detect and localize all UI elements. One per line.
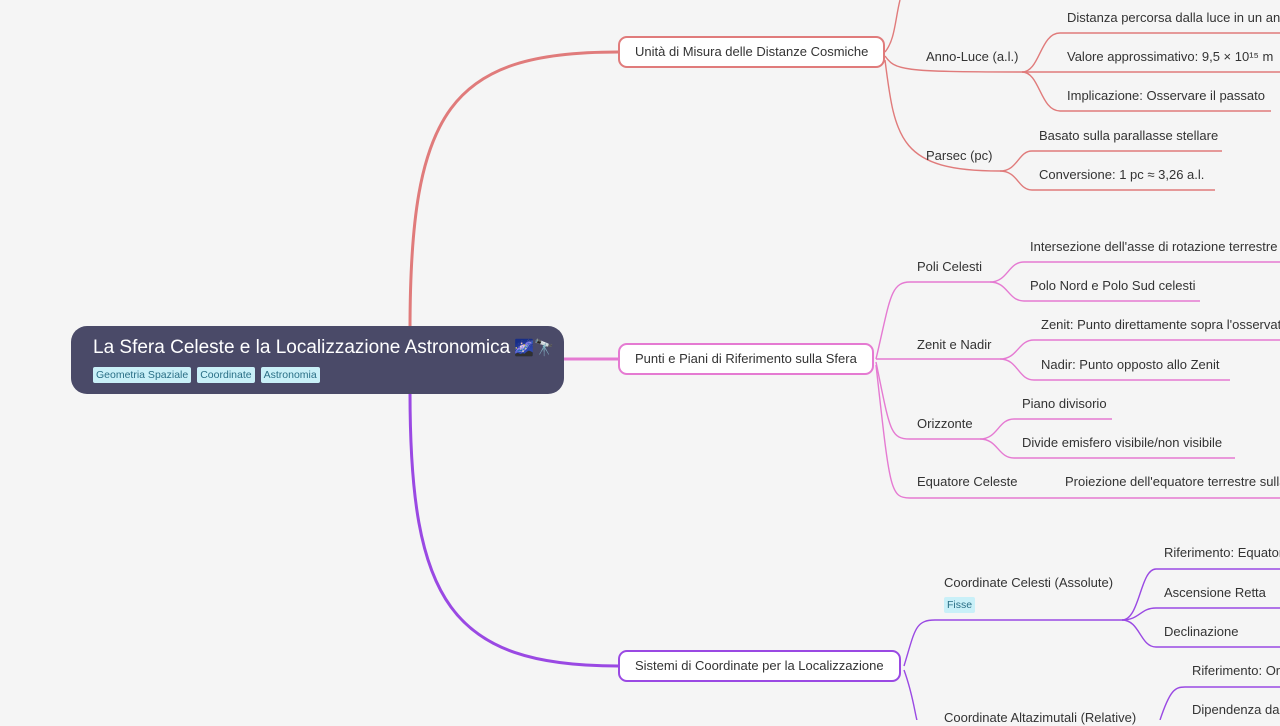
leaf-zenit[interactable]: Zenit: Punto direttamente sopra l'osserv…	[1041, 317, 1280, 332]
leaf-equatore[interactable]: Proiezione dell'equatore terrestre sulla…	[1065, 474, 1280, 489]
root-tags: Geometria Spaziale Coordinate Astronomia	[93, 367, 542, 383]
connectors-points	[875, 261, 1280, 499]
node-parsec[interactable]: Parsec (pc)	[926, 148, 993, 163]
node-zenit-nadir[interactable]: Zenit e Nadir	[917, 337, 992, 352]
connector-root-units	[408, 50, 619, 331]
branch-coords[interactable]: Sistemi di Coordinate per la Localizzazi…	[618, 650, 901, 682]
node-equatore-celeste[interactable]: Equatore Celeste	[917, 474, 1018, 489]
leaf-poli-2[interactable]: Polo Nord e Polo Sud celesti	[1030, 278, 1196, 293]
node-orizzonte[interactable]: Orizzonte	[917, 416, 973, 431]
leaf-poli-1[interactable]: Intersezione dell'asse di rotazione terr…	[1030, 239, 1278, 254]
root-title: La Sfera Celeste e la Localizzazione Ast…	[93, 336, 554, 361]
leaf-celesti-1[interactable]: Riferimento: Equatore Celeste	[1164, 545, 1280, 560]
tag-geometria[interactable]: Geometria Spaziale	[93, 367, 192, 383]
root-title-text: La Sfera Celeste e la Localizzazione Ast…	[93, 337, 511, 358]
leaf-parsec-1[interactable]: Basato sulla parallasse stellare	[1039, 128, 1219, 143]
leaf-anno-luce-3[interactable]: Implicazione: Osservare il passato	[1067, 88, 1265, 103]
galaxy-telescope-icon: 🌌🔭	[514, 340, 555, 357]
leaf-orizzonte-2[interactable]: Divide emisfero visibile/non visibile	[1022, 435, 1223, 450]
node-coordinate-celesti[interactable]: Coordinate Celesti (Assolute)	[944, 575, 1114, 590]
tag-fisse[interactable]: Fisse	[944, 597, 976, 613]
node-anno-luce[interactable]: Anno-Luce (a.l.)	[926, 49, 1019, 64]
branch-points[interactable]: Punti e Piani di Riferimento sulla Sfera	[618, 343, 874, 375]
connectors-units	[884, 0, 1280, 191]
connector-root-coords	[408, 391, 619, 668]
leaf-alta-2[interactable]: Dipendenza dal luogo	[1192, 702, 1280, 717]
root-node[interactable]: La Sfera Celeste e la Localizzazione Ast…	[71, 326, 564, 394]
node-poli-celesti[interactable]: Poli Celesti	[917, 259, 983, 274]
leaf-alta-1[interactable]: Riferimento: Orizzonte	[1192, 663, 1280, 678]
branch-units[interactable]: Unità di Misura delle Distanze Cosmiche	[618, 36, 886, 68]
leaf-orizzonte-1[interactable]: Piano divisorio	[1022, 396, 1107, 411]
leaf-celesti-2[interactable]: Ascensione Retta	[1164, 585, 1266, 600]
tag-coordinate[interactable]: Coordinate	[197, 367, 255, 383]
tag-astronomia[interactable]: Astronomia	[260, 367, 320, 383]
leaf-anno-luce-1[interactable]: Distanza percorsa dalla luce in un anno	[1067, 10, 1280, 25]
leaf-anno-luce-2[interactable]: Valore approssimativo: 9,5 × 10¹⁵ m	[1067, 49, 1274, 64]
leaf-parsec-2[interactable]: Conversione: 1 pc ≈ 3,26 a.l.	[1039, 167, 1205, 182]
leaf-nadir[interactable]: Nadir: Punto opposto allo Zenit	[1041, 357, 1220, 372]
leaf-celesti-3[interactable]: Declinazione	[1164, 624, 1239, 639]
node-coordinate-altazimutali[interactable]: Coordinate Altazimutali (Relative)	[944, 710, 1137, 725]
connectors-coords	[903, 568, 1280, 720]
